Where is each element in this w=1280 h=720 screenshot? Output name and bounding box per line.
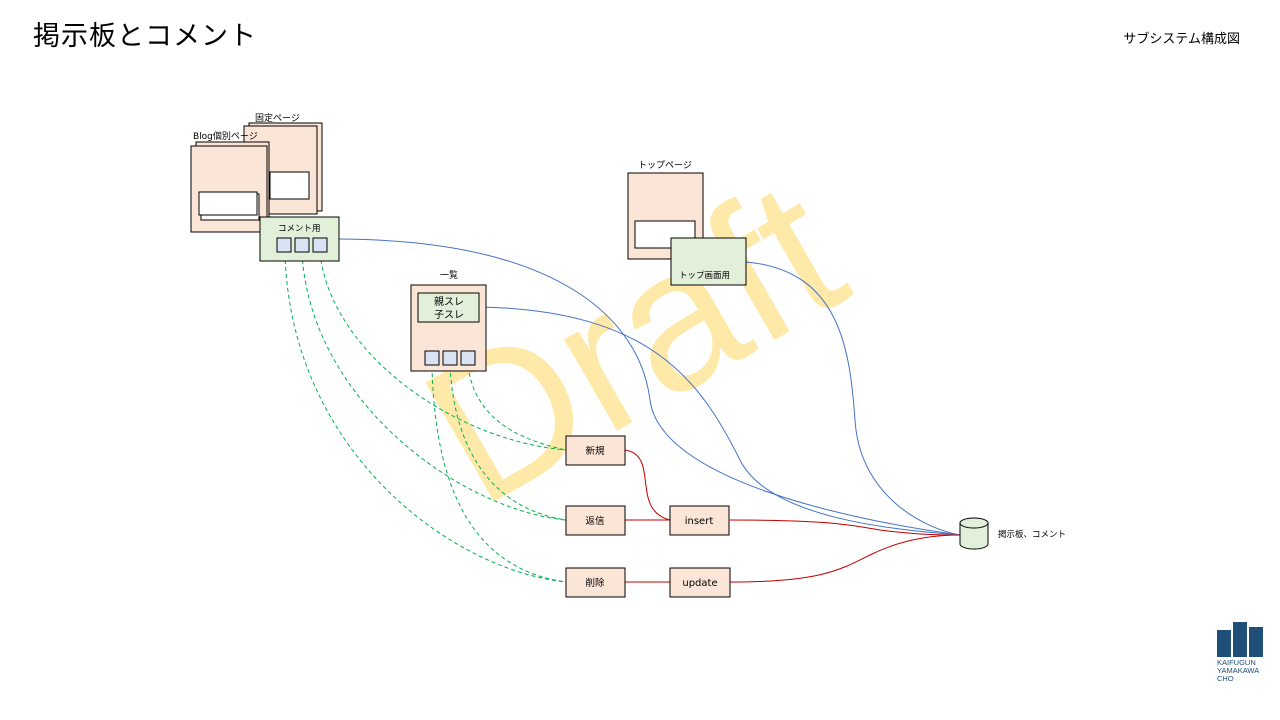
logo-mark [1217, 622, 1265, 657]
top-page-label: トップページ [638, 160, 692, 171]
connector-insert-db [729, 519, 961, 536]
comment-new-button[interactable] [276, 237, 292, 253]
read-connectors [338, 238, 961, 536]
logo-text-line2: YAMAKAWA [1217, 666, 1260, 675]
connector-comment-db [338, 238, 961, 536]
connector-comment-delete [284, 252, 567, 583]
write-connectors [624, 449, 961, 583]
connector-comment-reply [301, 252, 567, 521]
connector-list-db [478, 306, 961, 536]
database-icon: 掲示板、コメント [959, 517, 1066, 550]
op-update: update [669, 567, 731, 598]
org-logo: KAIFUGUN YAMAKAWA CHO [1217, 622, 1265, 683]
thread-child-label: 子スレ [434, 309, 464, 321]
blog-page-label: Blog個別ページ [193, 130, 258, 142]
action-new-label: 新規 [585, 445, 605, 457]
list-new-button[interactable] [424, 350, 440, 366]
comment-widget-label: コメント用 [278, 224, 321, 234]
top-widget: トップ画面用 [670, 237, 747, 286]
connector-new-insert [624, 449, 671, 521]
logo-text: KAIFUGUN YAMAKAWA CHO [1217, 659, 1265, 683]
action-connectors [284, 252, 567, 583]
action-reply-label: 返信 [585, 515, 604, 527]
op-update-label: update [682, 578, 717, 589]
action-new: 新規 [565, 435, 626, 466]
logo-text-line3: CHO [1217, 674, 1234, 683]
connector-list-delete [431, 365, 567, 583]
connector-comment-new [319, 252, 567, 451]
database-label: 掲示板、コメント [998, 529, 1066, 540]
page-subtitle: サブシステム構成図 [1123, 32, 1240, 47]
connector-update-db [729, 534, 961, 583]
connector-top-db [745, 261, 961, 536]
list-label: 一覧 [440, 269, 458, 281]
comment-widget: コメント用 [259, 216, 340, 262]
logo-text-line1: KAIFUGUN [1217, 658, 1256, 667]
comment-reply-button[interactable] [294, 237, 310, 253]
action-reply: 返信 [565, 505, 626, 536]
op-insert: insert [669, 505, 730, 536]
thread-parent-label: 親スレ [434, 295, 464, 308]
connector-list-reply [449, 365, 567, 521]
op-insert-label: insert [685, 516, 714, 527]
connector-list-new [467, 365, 567, 451]
page-title: 掲示板とコメント [33, 21, 257, 52]
list-reply-button[interactable] [442, 350, 458, 366]
top-widget-label: トップ画面用 [679, 271, 730, 281]
list-delete-button[interactable] [460, 350, 476, 366]
action-delete: 削除 [565, 567, 626, 598]
action-delete-label: 削除 [585, 577, 605, 589]
fixed-page-label: 固定ページ [255, 112, 300, 124]
list-page: 一覧 親スレ 子スレ [410, 269, 487, 372]
fixed-page-stack: 固定ページ [243, 112, 323, 215]
blog-page-stack: Blog個別ページ [190, 130, 270, 233]
comment-delete-button[interactable] [312, 237, 328, 253]
